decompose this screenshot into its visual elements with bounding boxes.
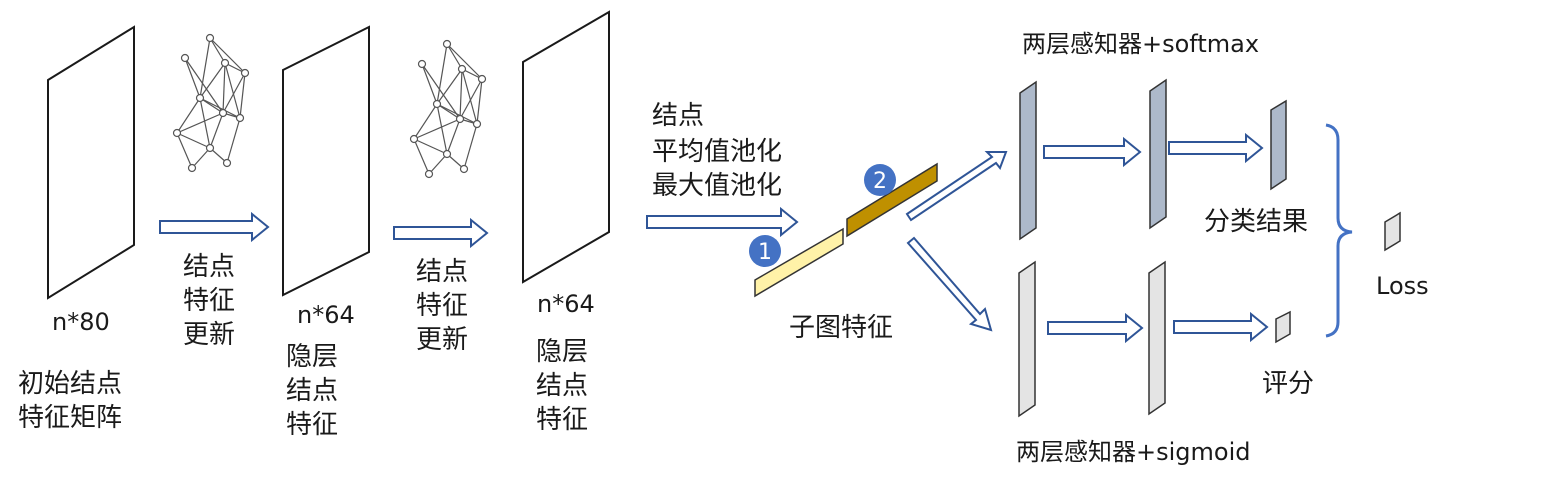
avg-pool-bar [754,227,844,298]
pooling-label-line2: 平均值池化 [652,137,783,167]
top-head-arrow [905,151,1008,222]
top-mlp-arrow1 [1043,136,1142,168]
bottom-head-arrow [906,236,993,332]
loss-label: Loss [1376,272,1429,300]
hidden1-caption-line3: 特征 [286,410,339,440]
update2-arrow [393,217,489,249]
bottom-mlp-arrow1 [1047,312,1144,344]
bottom-output-layer [1275,310,1291,344]
hidden1-dim-label: n*64 [297,301,355,329]
hidden1-caption-line2: 结点 [286,376,339,406]
pooling-label-line1: 结点 [652,101,705,131]
loss-brace [1325,123,1353,338]
graph-network-icon [409,39,487,179]
input-caption-line2: 特征矩阵 [18,403,123,433]
hidden2-dim-label: n*64 [537,290,595,318]
bottom-head-title: 两层感知器+sigmoid [1016,438,1251,466]
update1-line3: 更新 [183,320,236,350]
avg-pool-badge-label: 1 [758,240,772,265]
input-matrix-panel [47,25,135,300]
max-pool-badge-label: 2 [873,169,887,194]
loss-box [1384,211,1401,252]
classification-result-label: 分类结果 [1204,207,1309,237]
update2-line2: 特征 [416,291,469,321]
input-dim-label: n*80 [52,308,110,336]
graph-network-icon [172,33,250,173]
hidden1-matrix-panel [282,25,370,297]
update1-arrow [159,211,270,243]
top-mlp-arrow2 [1168,132,1264,164]
top-mlp-layer1 [1019,80,1037,241]
update2-line1: 结点 [416,257,469,287]
hidden2-matrix-panel [522,10,610,284]
hidden2-caption-line1: 隐层 [536,337,589,367]
bottom-mlp-layer1 [1018,260,1036,418]
top-mlp-layer2 [1149,78,1167,230]
max-pool-badge [864,164,896,196]
avg-pool-badge [749,235,781,267]
max-pool-bar [846,162,938,238]
update2-line3: 更新 [416,325,469,355]
input-caption-line1: 初始结点 [18,369,123,399]
top-output-layer [1270,99,1287,191]
pooling-label-line3: 最大值池化 [652,171,783,201]
hidden1-caption-line1: 隐层 [286,342,339,372]
hidden2-caption-line3: 特征 [536,405,589,435]
bottom-mlp-arrow2 [1173,311,1269,343]
score-label: 评分 [1262,369,1315,399]
top-head-title: 两层感知器+softmax [1022,30,1260,58]
pooling-arrow [646,206,799,238]
bottom-mlp-layer2 [1148,260,1166,416]
subgraph-feature-label: 子图特征 [789,313,894,343]
update1-line2: 特征 [183,286,236,316]
hidden2-caption-line2: 结点 [536,371,589,401]
update1-line1: 结点 [183,252,236,282]
